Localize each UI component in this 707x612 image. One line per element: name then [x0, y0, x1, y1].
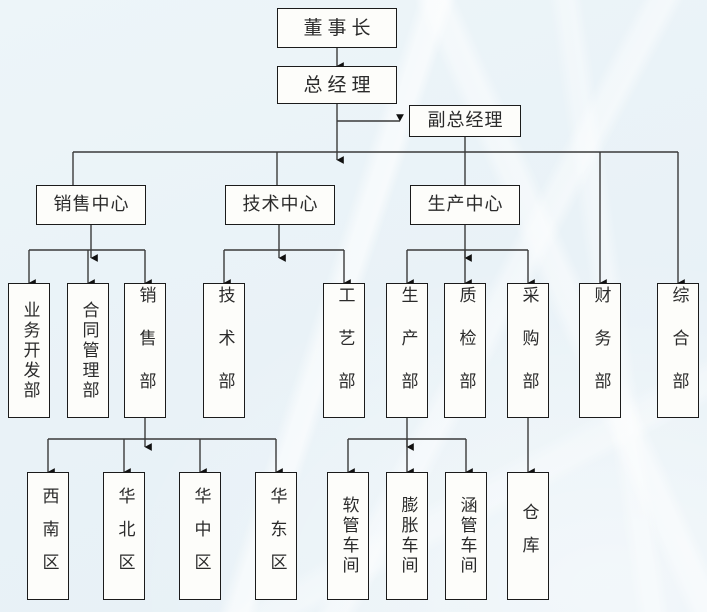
node-purchasing-dept[interactable]: 采购部	[507, 283, 549, 418]
node-sales-center[interactable]: 销售中心	[36, 185, 146, 225]
node-technology-center-label: 技术中心	[242, 194, 319, 215]
node-southwest-region[interactable]: 西南区	[27, 472, 69, 600]
node-culvert-pipe-workshop[interactable]: 涵管车间	[445, 472, 487, 600]
node-production-center-label: 生产中心	[427, 194, 504, 215]
node-hose-workshop-label: 软管车间	[338, 496, 359, 576]
node-contract-management-dept[interactable]: 合同管理部	[67, 283, 109, 418]
node-central-china-region[interactable]: 华中区	[179, 472, 221, 600]
node-quality-inspection-dept-label: 质检部	[455, 286, 476, 415]
node-hose-workshop[interactable]: 软管车间	[327, 472, 369, 600]
node-chairman[interactable]: 董事长	[277, 8, 397, 48]
node-deputy-general-manager-label: 副总经理	[427, 110, 504, 131]
node-process-dept[interactable]: 工艺部	[323, 283, 365, 418]
node-general-manager[interactable]: 总经理	[277, 66, 397, 104]
node-technology-dept-label: 技术部	[214, 286, 235, 415]
node-sales-dept-label: 销售部	[135, 286, 156, 415]
node-process-dept-label: 工艺部	[334, 286, 355, 415]
node-purchasing-dept-label: 采购部	[518, 286, 539, 415]
node-general-affairs-dept[interactable]: 综合部	[657, 283, 699, 418]
node-finance-dept[interactable]: 财务部	[579, 283, 621, 418]
node-central-china-region-label: 华中区	[190, 486, 211, 586]
node-production-dept-label: 生产部	[397, 286, 418, 415]
node-warehouse-label: 仓库	[518, 503, 539, 569]
node-north-china-region-label: 华北区	[114, 486, 135, 586]
node-chairman-label: 董事长	[303, 16, 376, 39]
node-quality-inspection-dept[interactable]: 质检部	[444, 283, 486, 418]
node-expansion-workshop-label: 膨胀车间	[397, 496, 418, 576]
node-finance-dept-label: 财务部	[590, 286, 611, 415]
node-east-china-region[interactable]: 华东区	[255, 472, 297, 600]
node-deputy-general-manager[interactable]: 副总经理	[409, 105, 521, 137]
node-east-china-region-label: 华东区	[266, 486, 287, 586]
node-contract-management-dept-label: 合同管理部	[78, 300, 99, 401]
node-expansion-workshop[interactable]: 膨胀车间	[386, 472, 428, 600]
node-technology-center[interactable]: 技术中心	[225, 185, 335, 225]
node-production-center[interactable]: 生产中心	[410, 185, 520, 225]
node-technology-dept[interactable]: 技术部	[203, 283, 245, 418]
node-north-china-region[interactable]: 华北区	[103, 472, 145, 600]
node-southwest-region-label: 西南区	[38, 486, 59, 586]
node-business-development-dept[interactable]: 业务开发部	[8, 283, 50, 418]
node-general-manager-label: 总经理	[303, 73, 376, 96]
node-warehouse[interactable]: 仓库	[507, 472, 549, 600]
node-sales-dept[interactable]: 销售部	[124, 283, 166, 418]
node-general-affairs-dept-label: 综合部	[668, 286, 689, 415]
node-business-development-dept-label: 业务开发部	[19, 300, 40, 401]
node-culvert-pipe-workshop-label: 涵管车间	[456, 496, 477, 576]
node-production-dept[interactable]: 生产部	[386, 283, 428, 418]
node-sales-center-label: 销售中心	[53, 194, 130, 215]
